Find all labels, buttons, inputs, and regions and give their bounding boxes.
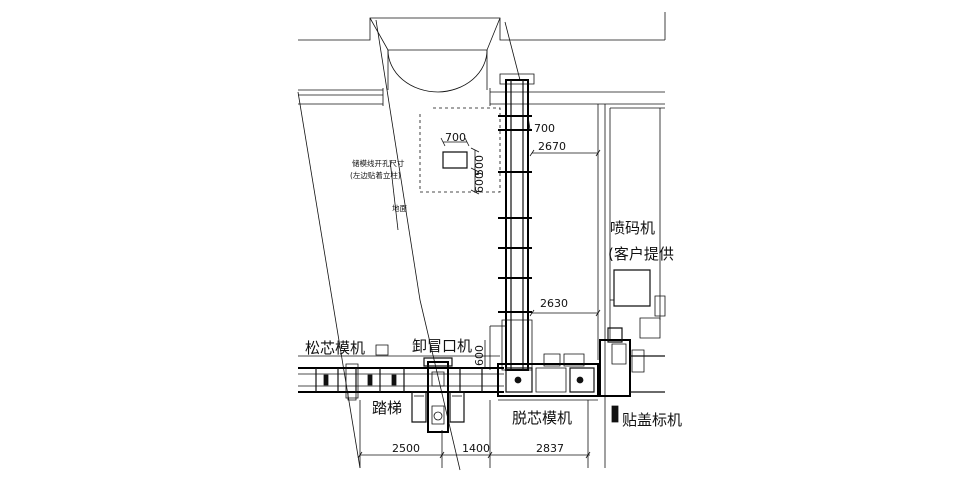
dim-conveyor-width: 700 (534, 122, 555, 135)
roller-conveyor (298, 345, 504, 400)
cap-unloader-machine (412, 358, 464, 432)
right-room (605, 104, 665, 468)
dim-span-1: 2500 (392, 442, 420, 455)
building-walls (298, 12, 665, 106)
dim-opening-width: 700 (445, 131, 466, 144)
double-door (370, 18, 500, 92)
perspective-lines (298, 20, 520, 470)
core-removal-machine (498, 354, 598, 400)
label-cap-unloader: 卸冒口机 (412, 337, 472, 355)
cover-labeler-machine (600, 270, 665, 422)
dim-vertical-clearance: 600 (473, 345, 486, 366)
dim-span-3: 2837 (536, 442, 564, 455)
dimension-lines (358, 104, 600, 468)
dim-upper-offset: 2670 (538, 140, 566, 153)
wall-opening (420, 108, 500, 194)
text-labels: 松芯模机 卸冒口机 踏梯 脱芯模机 喷码机 (客户提供 贴盖标机 储模线开孔尺寸… (305, 158, 682, 429)
dim-span-2: 1400 (462, 442, 490, 455)
label-core-removal-machine: 脱芯模机 (512, 409, 572, 427)
label-coder-note: (客户提供 (608, 245, 674, 263)
dim-opening-height: 500 (473, 155, 486, 176)
dimension-labels: 700 500 600 700 2670 2630 600 2500 1400 … (392, 122, 568, 455)
label-ground: 地面 (392, 203, 407, 213)
label-loose-core-machine: 松芯模机 (305, 339, 365, 357)
label-wall-opening-note-2: (左边贴着立柱) (350, 170, 401, 180)
label-cover-labeler: 贴盖标机 (622, 411, 682, 429)
dim-lower-offset: 2630 (540, 297, 568, 310)
vertical-conveyor (490, 74, 534, 370)
label-coder: 喷码机 (610, 219, 655, 237)
dim-opening-height-2: 600 (473, 172, 486, 193)
label-wall-opening-note-1: 储模线开孔尺寸 (352, 158, 405, 168)
label-ladder: 踏梯 (372, 399, 402, 417)
